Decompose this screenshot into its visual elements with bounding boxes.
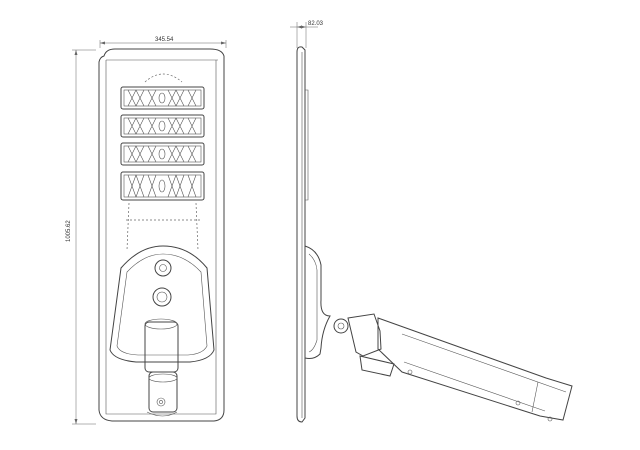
mounting-bracket [109, 245, 215, 363]
led-module-4 [120, 171, 205, 201]
front-view: 345.54 1005.62 [66, 37, 227, 425]
width-dimension: 345.54 [99, 37, 227, 48]
side-housing [296, 46, 306, 423]
led-module-3 [120, 142, 205, 166]
side-view: 82.03 [290, 21, 573, 423]
pole-adapter [144, 318, 179, 417]
height-label: 1005.62 [66, 220, 72, 242]
width-label: 345.54 [155, 37, 174, 43]
side-bracket [304, 245, 331, 359]
led-module-1 [120, 86, 205, 110]
depth-label: 82.03 [308, 21, 324, 27]
height-dimension: 1005.62 [66, 49, 96, 425]
side-pole-adapter [347, 313, 573, 422]
depth-dimension: 82.03 [290, 21, 324, 48]
housing-outline [98, 48, 225, 422]
led-module-2 [120, 114, 205, 138]
